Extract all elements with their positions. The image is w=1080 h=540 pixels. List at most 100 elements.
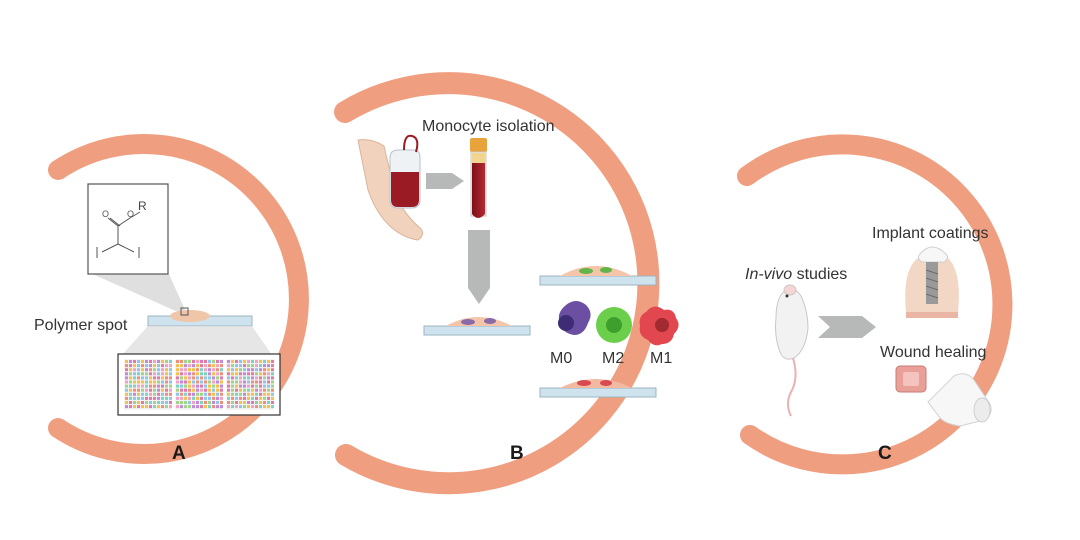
microarray-spot (184, 372, 187, 376)
microarray-spot (251, 380, 254, 384)
microarray-spot (200, 405, 203, 409)
microarray-spot (125, 384, 128, 388)
microarray-spot (255, 380, 258, 384)
panel-c: In-vivo studies Implant coatings Wound h… (745, 225, 992, 464)
structure-label-r: R (138, 199, 147, 213)
microarray-spot (137, 401, 140, 404)
microarray-spot (255, 376, 258, 380)
microarray-spot (243, 376, 246, 380)
monocyte-isolation-label: Monocyte isolation (422, 118, 555, 135)
microarray-spot (243, 368, 246, 372)
microarray-spot (204, 380, 207, 384)
panel-c-ring (737, 134, 1013, 475)
microarray-spot (263, 368, 266, 372)
microarray-spot (200, 372, 203, 376)
microarray-spot (180, 368, 183, 372)
blood-in-bag (391, 172, 419, 207)
microarray-spot (125, 388, 128, 392)
microarray-spot (149, 396, 152, 400)
microarray-spot (208, 401, 211, 404)
microarray-spot (145, 401, 148, 404)
microarray-spot (176, 376, 179, 380)
microarray-spot (157, 380, 160, 384)
microarray-spot (125, 392, 128, 396)
microarray-spot (137, 384, 140, 388)
microarray-spot (125, 364, 128, 368)
microarray-spot (216, 360, 219, 363)
microarray-spot (141, 384, 144, 388)
microarray-spot (239, 372, 242, 376)
microarray-spot (169, 405, 172, 409)
microarray-spot (157, 405, 160, 409)
microarray-spot (141, 396, 144, 400)
microarray-spot (220, 376, 223, 380)
microarray-spot (137, 405, 140, 409)
microarray-spot (196, 376, 199, 380)
microarray-spot (125, 372, 128, 376)
microarray-spot (235, 380, 238, 384)
microarray-spot (133, 405, 136, 409)
panel-b-letter: B (510, 443, 524, 464)
wound-dressing-illustration (895, 365, 992, 427)
microarray-spot (133, 360, 136, 363)
microarray-spot (176, 384, 179, 388)
arrow-tube-to-slide (468, 230, 490, 304)
microarray-spot (141, 376, 144, 380)
microarray-spot (235, 384, 238, 388)
microarray-spot (271, 372, 274, 376)
microarray-spot (200, 396, 203, 400)
microarray-spot (133, 364, 136, 368)
microarray-spot (239, 388, 242, 392)
spot-zoom-marker (180, 307, 189, 316)
microarray-spot (188, 360, 191, 363)
microarray-spot (204, 368, 207, 372)
implant-coatings-label: Implant coatings (872, 225, 989, 242)
microarray-spot (153, 380, 156, 384)
m1-culture-slide (539, 387, 657, 398)
structure-label-o2: O (127, 209, 134, 219)
microarray-spot (165, 380, 168, 384)
microarray-spot (133, 372, 136, 376)
microarray-spot (255, 360, 258, 363)
microarray-spot (235, 388, 238, 392)
microarray-spot (239, 380, 242, 384)
microarray-spot (247, 384, 250, 388)
microarray-spot (267, 380, 270, 384)
microarray-spot (204, 405, 207, 409)
microarray-spot (153, 364, 156, 368)
culture-slide (423, 325, 531, 336)
microarray-spot (251, 396, 254, 400)
microarray-spot (188, 388, 191, 392)
microarray-spot (267, 388, 270, 392)
microarray-spot (239, 405, 242, 409)
microarray-spot (176, 388, 179, 392)
microarray-spot (153, 372, 156, 376)
microarray-spot (188, 376, 191, 380)
microarray-spot (247, 392, 250, 396)
microarray-spot (227, 364, 230, 368)
microarray-spot (263, 388, 266, 392)
microarray-spot (255, 392, 258, 396)
microarray-spot (196, 396, 199, 400)
panel-a-letter: A (172, 443, 186, 464)
microarray-spot (157, 388, 160, 392)
microarray-spot (192, 380, 195, 384)
microarray-spot (216, 384, 219, 388)
microarray-spot (165, 368, 168, 372)
microarray-spot (227, 392, 230, 396)
wound-healing-label: Wound healing (880, 344, 986, 361)
microarray-spot (231, 364, 234, 368)
microarray-spot (141, 372, 144, 376)
microarray-spot (188, 384, 191, 388)
microarray-spot (227, 380, 230, 384)
microarray-spot (235, 376, 238, 380)
arrow-bag-to-tube (426, 173, 464, 189)
microarray-spot (267, 396, 270, 400)
microarray-spot (188, 405, 191, 409)
microarray-spot (263, 392, 266, 396)
microarray-spot (208, 405, 211, 409)
microarray-spot (184, 360, 187, 363)
microarray-spot (180, 392, 183, 396)
microarray-spot (247, 368, 250, 372)
microarray-spot (176, 364, 179, 368)
